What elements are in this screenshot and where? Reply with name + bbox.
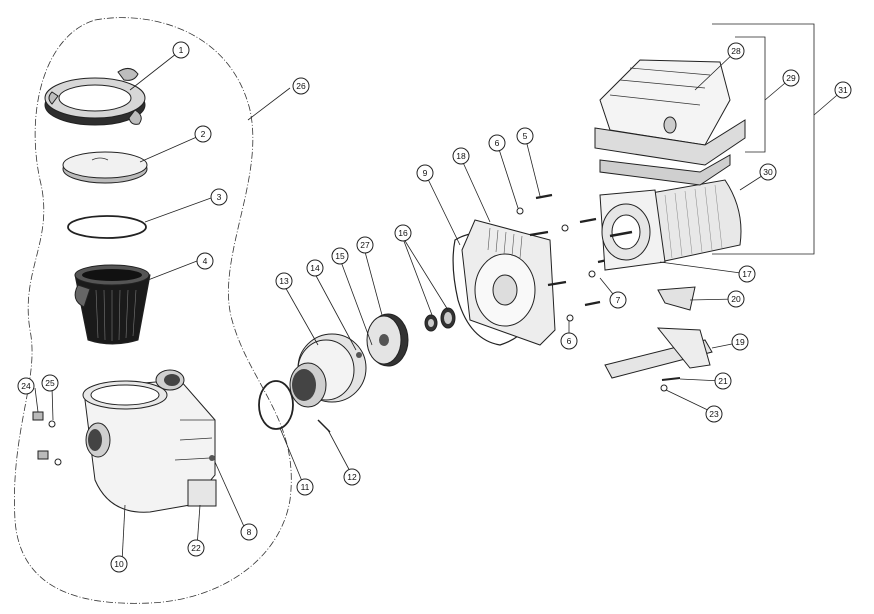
svg-text:20: 20 bbox=[731, 294, 741, 304]
callout-12: 12 bbox=[343, 468, 361, 486]
housing-group-boundary bbox=[14, 17, 292, 604]
callout-27: 27 bbox=[356, 236, 374, 254]
svg-text:2: 2 bbox=[201, 129, 206, 139]
svg-text:19: 19 bbox=[735, 337, 745, 347]
lid-ring-part bbox=[44, 68, 146, 126]
shaft-seal-part bbox=[424, 307, 456, 332]
svg-text:10: 10 bbox=[114, 559, 124, 569]
svg-text:7: 7 bbox=[616, 295, 621, 305]
base-screw-parts bbox=[660, 377, 681, 392]
svg-text:29: 29 bbox=[786, 73, 796, 83]
svg-text:31: 31 bbox=[838, 85, 848, 95]
motor-part bbox=[599, 179, 742, 271]
svg-text:28: 28 bbox=[731, 46, 741, 56]
svg-text:23: 23 bbox=[709, 409, 719, 419]
svg-text:30: 30 bbox=[763, 167, 773, 177]
callout-6a: 6 bbox=[488, 134, 506, 152]
svg-text:12: 12 bbox=[347, 472, 357, 482]
callout-25: 25 bbox=[41, 374, 59, 392]
lid-part bbox=[62, 151, 148, 184]
callout-6b: 6 bbox=[560, 332, 578, 350]
callout-17: 17 bbox=[738, 265, 756, 283]
svg-text:16: 16 bbox=[398, 228, 408, 238]
callout-4: 4 bbox=[196, 252, 214, 270]
drain-plug-parts bbox=[32, 411, 62, 466]
motor-bolts-parts bbox=[516, 193, 613, 322]
impeller-part bbox=[366, 313, 409, 367]
svg-text:5: 5 bbox=[523, 131, 528, 141]
svg-text:6: 6 bbox=[495, 138, 500, 148]
svg-text:3: 3 bbox=[217, 192, 222, 202]
svg-text:9: 9 bbox=[423, 168, 428, 178]
lid-o-ring-part bbox=[67, 215, 147, 239]
seal-plate-part bbox=[461, 219, 556, 346]
callout-29: 29 bbox=[782, 69, 800, 87]
svg-text:6: 6 bbox=[567, 336, 572, 346]
callout-13: 13 bbox=[275, 272, 293, 290]
diffuser-o-ring-part bbox=[258, 380, 294, 430]
callout-15: 15 bbox=[331, 247, 349, 265]
callouts: 1 2 3 4 5 6 6 7 8 9 10 11 12 13 14 15 16… bbox=[17, 41, 852, 573]
callout-2: 2 bbox=[194, 125, 212, 143]
svg-text:14: 14 bbox=[310, 263, 320, 273]
callout-26: 26 bbox=[292, 77, 310, 95]
svg-text:17: 17 bbox=[742, 269, 752, 279]
callout-10: 10 bbox=[110, 555, 128, 573]
svg-text:11: 11 bbox=[301, 482, 310, 492]
impeller-screw-part bbox=[356, 352, 362, 358]
callout-18: 18 bbox=[452, 147, 470, 165]
callout-11: 11 bbox=[296, 478, 314, 496]
callout-21: 21 bbox=[714, 372, 732, 390]
diffuser-part bbox=[289, 333, 367, 408]
svg-text:24: 24 bbox=[21, 381, 31, 391]
svg-text:21: 21 bbox=[718, 376, 728, 386]
pump-housing-part bbox=[82, 369, 217, 513]
callout-1: 1 bbox=[172, 41, 190, 59]
strainer-basket-part bbox=[74, 264, 151, 345]
callout-8: 8 bbox=[240, 523, 258, 541]
callout-3: 3 bbox=[210, 188, 228, 206]
motor-assembly-bracket-31 bbox=[712, 23, 815, 255]
svg-text:8: 8 bbox=[247, 527, 252, 537]
callout-14: 14 bbox=[306, 259, 324, 277]
callout-9: 9 bbox=[416, 164, 434, 182]
callout-16: 16 bbox=[394, 224, 412, 242]
callout-28: 28 bbox=[727, 42, 745, 60]
callout-31: 31 bbox=[834, 81, 852, 99]
callout-24: 24 bbox=[17, 377, 35, 395]
leader-lines bbox=[34, 49, 844, 563]
drive-controller-part bbox=[594, 59, 746, 186]
callout-23: 23 bbox=[705, 405, 723, 423]
callout-5: 5 bbox=[516, 127, 534, 145]
svg-text:22: 22 bbox=[191, 543, 201, 553]
callout-20: 20 bbox=[727, 290, 745, 308]
callout-30: 30 bbox=[759, 163, 777, 181]
callout-7: 7 bbox=[609, 291, 627, 309]
svg-text:15: 15 bbox=[335, 251, 345, 261]
svg-text:1: 1 bbox=[179, 45, 184, 55]
motor-base-part bbox=[604, 286, 713, 379]
svg-text:27: 27 bbox=[360, 240, 370, 250]
callout-22: 22 bbox=[187, 539, 205, 557]
motor-group-bracket-29 bbox=[735, 36, 766, 153]
svg-text:25: 25 bbox=[45, 378, 55, 388]
svg-text:13: 13 bbox=[279, 276, 289, 286]
svg-text:26: 26 bbox=[296, 81, 306, 91]
svg-text:18: 18 bbox=[456, 151, 466, 161]
svg-text:4: 4 bbox=[203, 256, 208, 266]
callout-19: 19 bbox=[731, 333, 749, 351]
